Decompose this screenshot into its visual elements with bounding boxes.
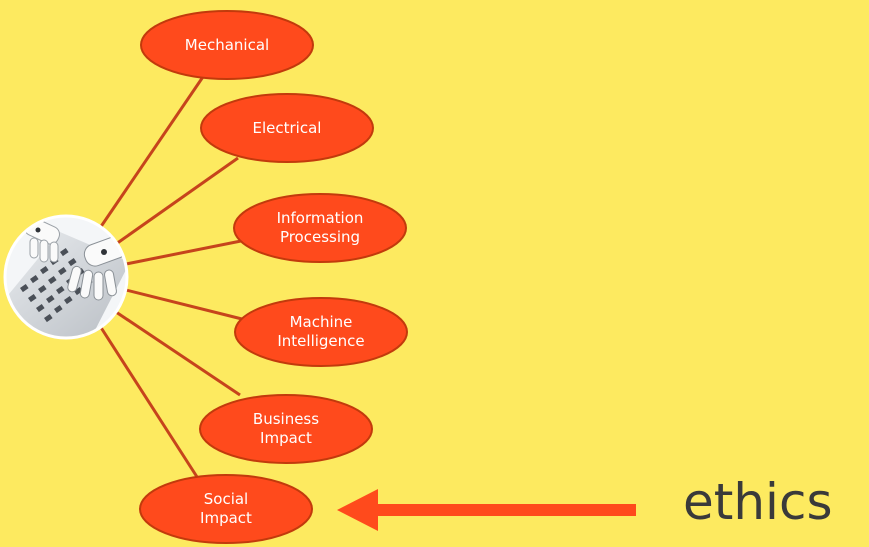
- node-mechanical: [140, 10, 314, 80]
- robot-hands-keyboard-image: [3, 214, 129, 340]
- node-information-processing: [233, 193, 407, 263]
- node-machine-intelligence: [234, 297, 408, 367]
- connectors: [98, 67, 247, 481]
- node-business-impact: [199, 394, 373, 464]
- connector-mechanical: [98, 67, 211, 229]
- nodes: [139, 10, 408, 544]
- left-arrow: [337, 489, 636, 531]
- connector-business-impact: [115, 310, 241, 397]
- node-electrical: [200, 93, 374, 163]
- ethics-label: ethics: [683, 473, 833, 531]
- node-social-impact: [139, 474, 313, 544]
- connector-information-processing: [125, 238, 247, 266]
- connector-social-impact: [98, 325, 201, 481]
- connector-electrical: [115, 156, 239, 246]
- connector-machine-intelligence: [125, 288, 247, 322]
